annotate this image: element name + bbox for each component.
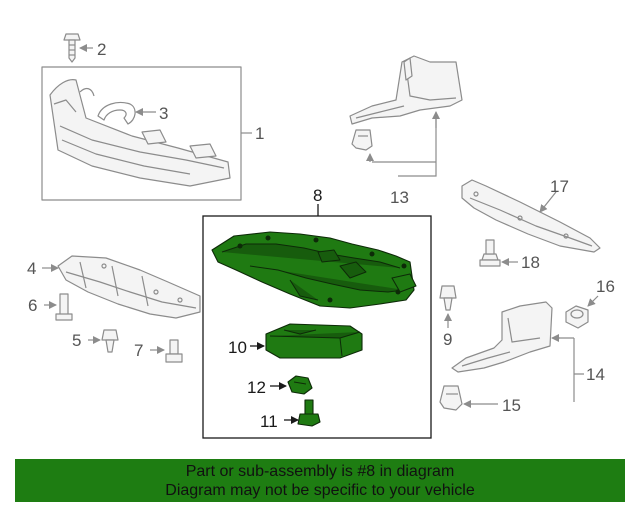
callout-3: 3 bbox=[159, 104, 168, 123]
part-8-engine-under-cover[interactable] bbox=[211, 231, 417, 309]
part-4-cover[interactable] bbox=[57, 255, 201, 319]
callout-7: 7 bbox=[134, 341, 143, 360]
callout-15: 15 bbox=[502, 396, 521, 415]
callout-11: 11 bbox=[260, 412, 278, 431]
info-banner: Part or sub-assembly is #8 in diagram Di… bbox=[15, 459, 625, 502]
banner-line-1: Part or sub-assembly is #8 in diagram bbox=[185, 463, 455, 480]
part-9-clip[interactable] bbox=[439, 285, 457, 311]
part-11-bolt[interactable] bbox=[297, 399, 321, 427]
callout-10: 10 bbox=[228, 338, 247, 357]
callout-16: 16 bbox=[596, 277, 615, 296]
part-12-nut[interactable] bbox=[287, 375, 313, 395]
callout-13: 13 bbox=[390, 188, 409, 207]
callout-1: 1 bbox=[255, 124, 264, 143]
part-13-clip[interactable] bbox=[351, 129, 373, 151]
part-16-grommet[interactable] bbox=[565, 305, 589, 329]
part-10-pad[interactable] bbox=[265, 323, 363, 359]
banner-line-2: Diagram may not be specific to your vehi… bbox=[165, 482, 475, 499]
part-8-frame bbox=[202, 215, 432, 439]
callout-18: 18 bbox=[521, 253, 540, 272]
leader-16 bbox=[587, 295, 599, 307]
callout-5: 5 bbox=[72, 331, 81, 350]
part-17-cover[interactable] bbox=[461, 179, 601, 253]
callout-17: 17 bbox=[550, 177, 569, 196]
part-3-clip[interactable] bbox=[97, 101, 136, 125]
part-7-bolt[interactable] bbox=[165, 339, 183, 363]
part-2-bolt[interactable] bbox=[63, 33, 81, 63]
leader-13 bbox=[372, 118, 437, 177]
callout-8: 8 bbox=[313, 186, 322, 205]
part-5-clip[interactable] bbox=[101, 329, 119, 353]
callout-6: 6 bbox=[28, 296, 37, 315]
part-6-bolt[interactable] bbox=[55, 293, 73, 321]
callout-14: 14 bbox=[586, 365, 605, 384]
leader-17 bbox=[539, 191, 557, 213]
part-1-cover[interactable] bbox=[49, 79, 231, 187]
part-13-shield[interactable] bbox=[349, 55, 463, 125]
callout-4: 4 bbox=[27, 259, 36, 278]
callout-12: 12 bbox=[247, 378, 266, 397]
part-18-bolt[interactable] bbox=[479, 239, 501, 267]
callout-2: 2 bbox=[97, 40, 106, 59]
leader-14 bbox=[556, 337, 584, 402]
part-15-clip[interactable] bbox=[439, 385, 463, 411]
callout-9: 9 bbox=[443, 330, 452, 349]
part-14-shield[interactable] bbox=[451, 301, 553, 373]
